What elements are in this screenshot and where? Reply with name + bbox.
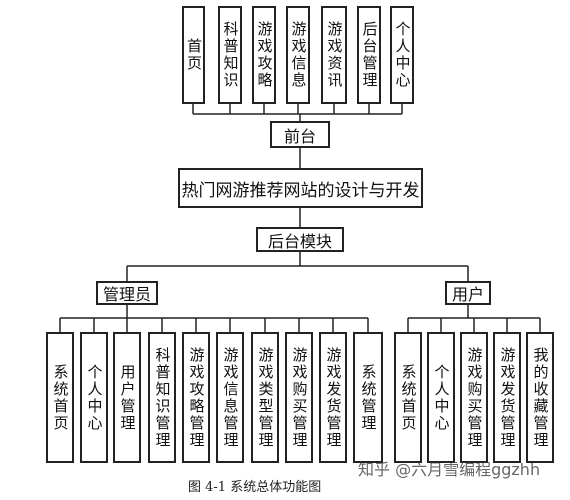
- admin-module-users: 用户管理: [113, 332, 141, 463]
- admin-module-label: 游戏类型管理: [256, 346, 275, 449]
- root-node: 热门网游推荐网站的设计与开发: [178, 168, 423, 208]
- user-module-label: 系统首页: [399, 363, 418, 432]
- admin-module-science: 科普知识管理: [148, 332, 176, 463]
- admin-module-label: 游戏发货管理: [324, 346, 343, 449]
- front-module-label: 游戏攻略: [255, 21, 274, 89]
- front-module-news: 游戏资讯: [321, 6, 347, 104]
- admin-module-dashboard: 系统首页: [46, 332, 74, 463]
- user-node: 用户: [445, 281, 491, 305]
- admin-module-shipping: 游戏发货管理: [319, 332, 347, 463]
- front-module-strategy: 游戏攻略: [252, 6, 276, 104]
- backend-node: 后台模块: [256, 227, 344, 252]
- admin-module-label: 个人中心: [85, 363, 104, 432]
- user-module-dashboard: 系统首页: [394, 332, 422, 463]
- front-module-label: 游戏资讯: [325, 21, 344, 89]
- watermark: 知乎 @六月雪编程ggzhh: [358, 460, 541, 479]
- admin-module-purchase: 游戏购买管理: [285, 332, 313, 463]
- admin-module-game-info: 游戏信息管理: [216, 332, 244, 463]
- user-module-label: 个人中心: [432, 363, 451, 432]
- front-module-label: 游戏信息: [289, 21, 308, 89]
- front-module-admin: 后台管理: [357, 6, 381, 104]
- admin-module-label: 系统管理: [359, 363, 378, 432]
- front-module-science: 科普知识: [218, 6, 242, 104]
- user-module-label: 游戏购买管理: [465, 346, 484, 449]
- admin-module-label: 用户管理: [118, 363, 137, 432]
- admin-module-label: 系统首页: [51, 363, 70, 432]
- root-node-label: 热门网游推荐网站的设计与开发: [181, 180, 420, 201]
- front-module-label: 后台管理: [360, 21, 379, 89]
- user-node-label: 用户: [451, 285, 484, 304]
- user-module-favorites: 我的收藏管理: [526, 332, 554, 463]
- admin-module-game-type: 游戏类型管理: [251, 332, 279, 463]
- front-module-personal: 个人中心: [390, 6, 414, 104]
- front-node-label: 前台: [283, 126, 316, 146]
- backend-node-label: 后台模块: [267, 231, 332, 251]
- front-module-label: 个人中心: [393, 21, 412, 89]
- admin-node: 管理员: [96, 281, 158, 305]
- admin-module-label: 游戏攻略管理: [187, 346, 206, 449]
- user-module-label: 游戏发货管理: [498, 346, 517, 449]
- front-module-game-info: 游戏信息: [286, 6, 310, 104]
- admin-module-label: 游戏购买管理: [290, 346, 309, 449]
- admin-node-label: 管理员: [102, 285, 151, 304]
- front-module-home: 首页: [182, 6, 205, 104]
- admin-module-personal: 个人中心: [80, 332, 108, 463]
- admin-module-label: 科普知识管理: [153, 346, 172, 449]
- figure-caption: 图 4-1 系统总体功能图: [188, 480, 322, 495]
- front-module-label: 首页: [185, 38, 203, 72]
- front-node: 前台: [270, 121, 330, 148]
- admin-module-system: 系统管理: [353, 332, 383, 463]
- user-module-label: 我的收藏管理: [531, 346, 550, 449]
- admin-module-label: 游戏信息管理: [221, 346, 240, 449]
- user-module-personal: 个人中心: [427, 332, 455, 463]
- user-module-shipping: 游戏发货管理: [493, 332, 521, 463]
- user-module-purchase: 游戏购买管理: [460, 332, 488, 463]
- admin-module-strategy: 游戏攻略管理: [182, 332, 210, 463]
- front-module-label: 科普知识: [221, 21, 240, 89]
